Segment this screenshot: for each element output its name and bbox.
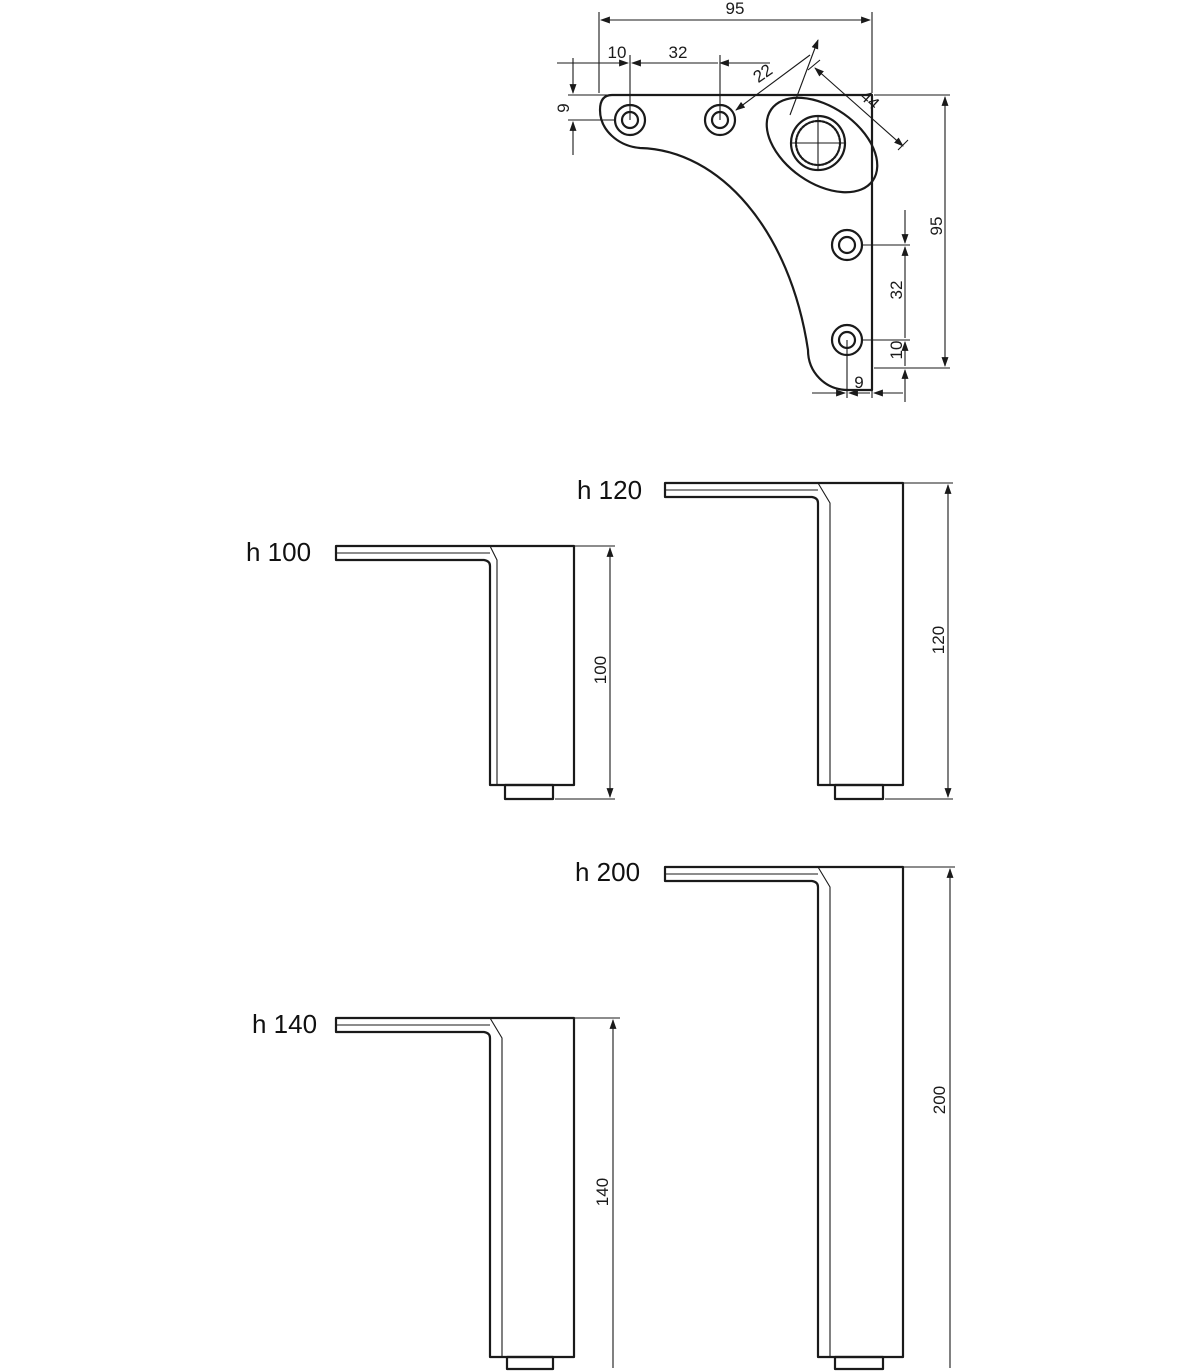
dim-hole-offset-x: 10 xyxy=(608,43,627,62)
dim-hole-offset-y-top: 9 xyxy=(554,103,573,112)
leg-height-dim-h120: 120 xyxy=(929,626,948,654)
leg-height-dim-h140: 140 xyxy=(593,1178,612,1206)
dim-hole-spacing-y: 32 xyxy=(887,281,906,300)
leg-h120: h 120 120 xyxy=(577,475,953,801)
plate-outline xyxy=(598,93,874,392)
leg-label-h140: h 140 xyxy=(252,1009,317,1039)
leg-label-h200: h 200 xyxy=(575,857,640,887)
leg-h140: h 140 140 xyxy=(252,1009,620,1371)
dim-hole-spacing-x: 32 xyxy=(669,43,688,62)
dim-plate-width: 95 xyxy=(726,0,745,18)
dim-hole-offset-x-bottom: 9 xyxy=(854,373,863,392)
dim-socket-outer: 44 xyxy=(856,87,883,114)
leg-h100: h 100 100 xyxy=(246,537,615,801)
mounting-plate-top-view: 95 10 32 22 44 9 95 3 xyxy=(554,0,950,402)
leg-h200: h 200 200 xyxy=(575,857,955,1371)
leg-label-h120: h 120 xyxy=(577,475,642,505)
dim-plate-height: 95 xyxy=(927,217,946,236)
screw-hole xyxy=(830,228,864,262)
leg-label-h100: h 100 xyxy=(246,537,311,567)
leg-height-dim-h200: 200 xyxy=(930,1086,949,1114)
dim-hole-offset-y-bottom: 10 xyxy=(887,341,906,360)
leg-height-dim-h100: 100 xyxy=(591,656,610,684)
